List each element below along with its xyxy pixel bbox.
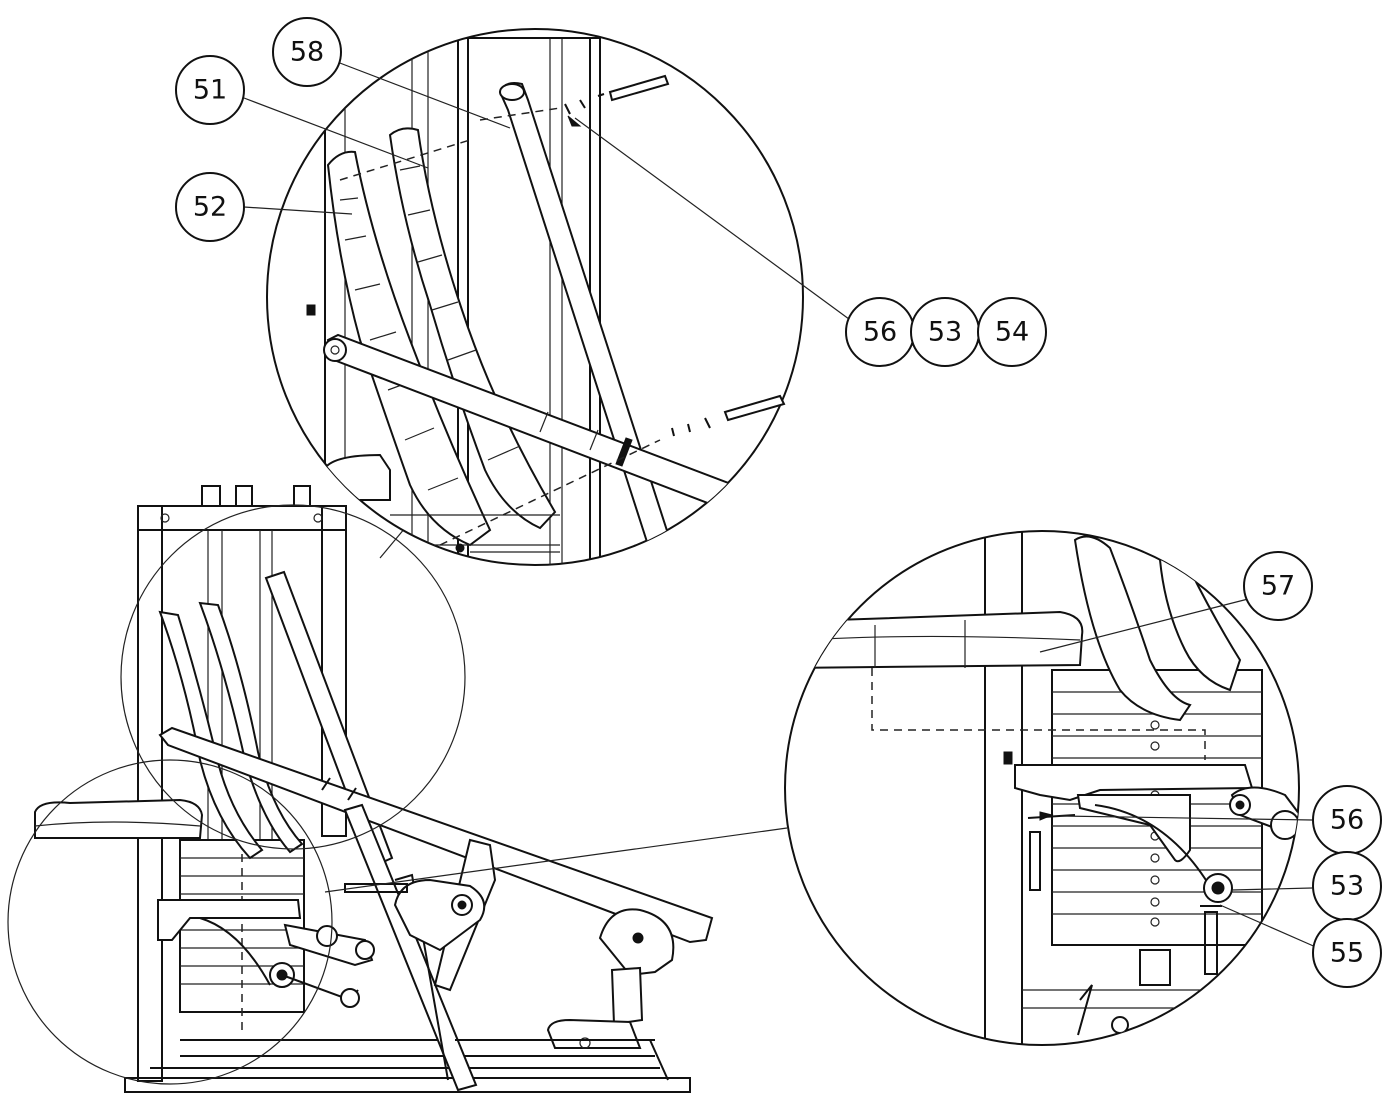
callout-51-label: 51 (193, 75, 227, 106)
detail-view-right (784, 530, 1300, 1046)
callout-52-label: 52 (193, 192, 227, 223)
main-machine-view (34, 485, 714, 1093)
callout-55: 55 (1312, 918, 1382, 988)
callout-53-right: 53 (1312, 851, 1382, 921)
callout-54-label: 54 (995, 317, 1029, 348)
callout-53-top: 53 (910, 297, 980, 367)
detail-circle-arm (120, 504, 466, 850)
callout-55-label: 55 (1330, 938, 1364, 969)
callout-58: 58 (272, 17, 342, 87)
callout-56-top-label: 56 (863, 317, 897, 348)
callout-56-right-label: 56 (1330, 805, 1364, 836)
callout-57-label: 57 (1261, 571, 1295, 602)
callout-56-right: 56 (1312, 785, 1382, 855)
callout-53-right-label: 53 (1330, 871, 1364, 902)
callout-57: 57 (1243, 551, 1313, 621)
callout-52: 52 (175, 172, 245, 242)
callout-51: 51 (175, 55, 245, 125)
callout-56-top: 56 (845, 297, 915, 367)
callout-54: 54 (977, 297, 1047, 367)
detail-circle-carriage (7, 759, 333, 1085)
callout-53-top-label: 53 (928, 317, 962, 348)
callout-58-label: 58 (290, 37, 324, 68)
detail-view-top (266, 28, 804, 566)
leader-lines (243, 59, 1319, 949)
